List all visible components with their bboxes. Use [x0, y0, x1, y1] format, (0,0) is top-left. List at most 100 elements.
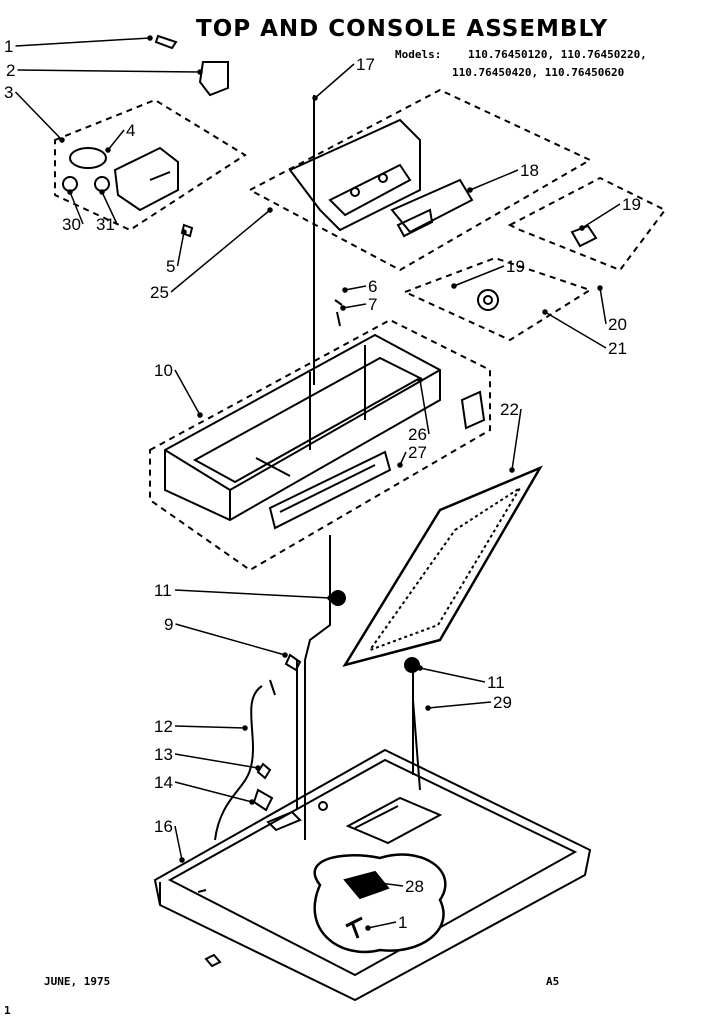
- leader-arrowhead: [267, 207, 273, 213]
- callout-11: 11: [487, 673, 505, 692]
- callout-1: 1: [4, 37, 13, 56]
- leader-line-30: [69, 191, 84, 225]
- leader-line-19: [453, 265, 505, 287]
- leader-arrowhead: [509, 467, 515, 473]
- leader-arrowhead: [417, 377, 423, 383]
- leader-arrowhead: [542, 309, 548, 315]
- callout-4: 4: [126, 121, 135, 140]
- leader-line-25: [170, 209, 271, 293]
- callout-21: 21: [608, 339, 627, 358]
- leader-arrowhead: [147, 35, 153, 41]
- callout-18: 18: [520, 161, 539, 180]
- leader-line-11: [419, 667, 486, 683]
- leader-line-17: [314, 63, 355, 99]
- leader-line-1: [15, 37, 151, 47]
- leader-arrowhead: [67, 189, 73, 195]
- leader-arrowhead: [59, 137, 65, 143]
- callout-10: 10: [154, 361, 173, 380]
- knob-box-lower: [402, 256, 593, 342]
- heater-panel: [342, 465, 543, 668]
- callout-22: 22: [500, 400, 519, 419]
- callout-11: 11: [154, 581, 172, 600]
- leader-arrowhead: [365, 925, 371, 931]
- leader-arrowhead: [467, 187, 473, 193]
- leader-line-21: [544, 311, 607, 349]
- leader-line-1: [367, 921, 397, 929]
- leader-arrowhead: [417, 665, 423, 671]
- leader-arrowhead: [369, 879, 375, 885]
- leader-line-14: [174, 781, 253, 803]
- models-line-2: 110.76450420, 110.76450620: [452, 66, 625, 79]
- page-code: A5: [546, 975, 560, 988]
- leader-line-11: [174, 589, 331, 599]
- leader-line-9: [175, 623, 286, 656]
- callout-2: 2: [6, 61, 15, 80]
- callout-25: 25: [150, 283, 169, 302]
- inset-detail: [313, 853, 447, 954]
- leader-arrowhead: [242, 725, 248, 731]
- callout-6: 6: [368, 277, 377, 296]
- callout-19: 19: [506, 257, 525, 276]
- callout-13: 13: [154, 745, 173, 764]
- leader-arrowhead: [597, 285, 603, 291]
- leader-line-18: [469, 169, 519, 191]
- leader-line-28: [371, 881, 404, 887]
- callout-12: 12: [154, 717, 173, 736]
- leader-line-4: [107, 129, 125, 151]
- leader-line-19: [581, 203, 621, 229]
- leader-arrowhead: [181, 229, 187, 235]
- leader-arrowhead: [451, 283, 457, 289]
- leader-line-12: [174, 725, 246, 729]
- leader-line-3: [14, 91, 63, 141]
- callout-16: 16: [154, 817, 173, 836]
- leader-line-7: [342, 303, 367, 309]
- leader-arrowhead: [179, 857, 185, 863]
- callout-20: 20: [608, 315, 627, 334]
- fasteners: [180, 95, 421, 968]
- leader-line-22: [511, 408, 522, 471]
- bracket-box: [54, 98, 247, 232]
- leader-arrowhead: [197, 69, 203, 75]
- leader-arrowhead: [249, 799, 255, 805]
- leader-arrowhead: [99, 189, 105, 195]
- leader-arrowhead: [342, 287, 348, 293]
- callout-14: 14: [154, 773, 173, 792]
- callout-3: 3: [4, 83, 13, 102]
- leader-arrowhead: [340, 305, 346, 311]
- leader-line-31: [101, 191, 118, 225]
- callout-9: 9: [164, 615, 173, 634]
- diagram-title: TOP AND CONSOLE ASSEMBLY: [196, 16, 609, 42]
- leader-line-26: [419, 379, 430, 435]
- callout-27: 27: [408, 443, 427, 462]
- callout-5: 5: [166, 257, 175, 276]
- leader-arrowhead: [105, 147, 111, 153]
- leader-arrowhead: [197, 412, 203, 418]
- leader-line-5: [176, 231, 185, 267]
- leader-arrowhead: [312, 95, 318, 101]
- screw-part: [154, 34, 178, 50]
- margin-mark: 1: [4, 1004, 11, 1017]
- callout-30: 30: [62, 215, 81, 234]
- leader-line-20: [599, 287, 607, 325]
- control-panel: [247, 88, 593, 272]
- leader-line-13: [174, 753, 259, 769]
- leader-arrowhead: [425, 705, 431, 711]
- leader-line-29: [427, 701, 492, 709]
- callout-28: 28: [405, 877, 424, 896]
- models-label: Models:: [395, 48, 442, 61]
- leader-line-6: [344, 285, 367, 291]
- callout-26: 26: [408, 425, 427, 444]
- leader-line-2: [17, 69, 201, 73]
- callout-31: 31: [96, 215, 115, 234]
- callout-7: 7: [368, 295, 377, 314]
- date-footer: JUNE, 1975: [44, 975, 111, 988]
- leader-arrowhead: [579, 225, 585, 231]
- models-line-1: 110.76450120, 110.76450220,: [468, 48, 647, 61]
- leader-arrowhead: [397, 462, 403, 468]
- leader-line-10: [174, 369, 201, 416]
- console-housing: [149, 318, 491, 572]
- callout-17: 17: [356, 55, 375, 74]
